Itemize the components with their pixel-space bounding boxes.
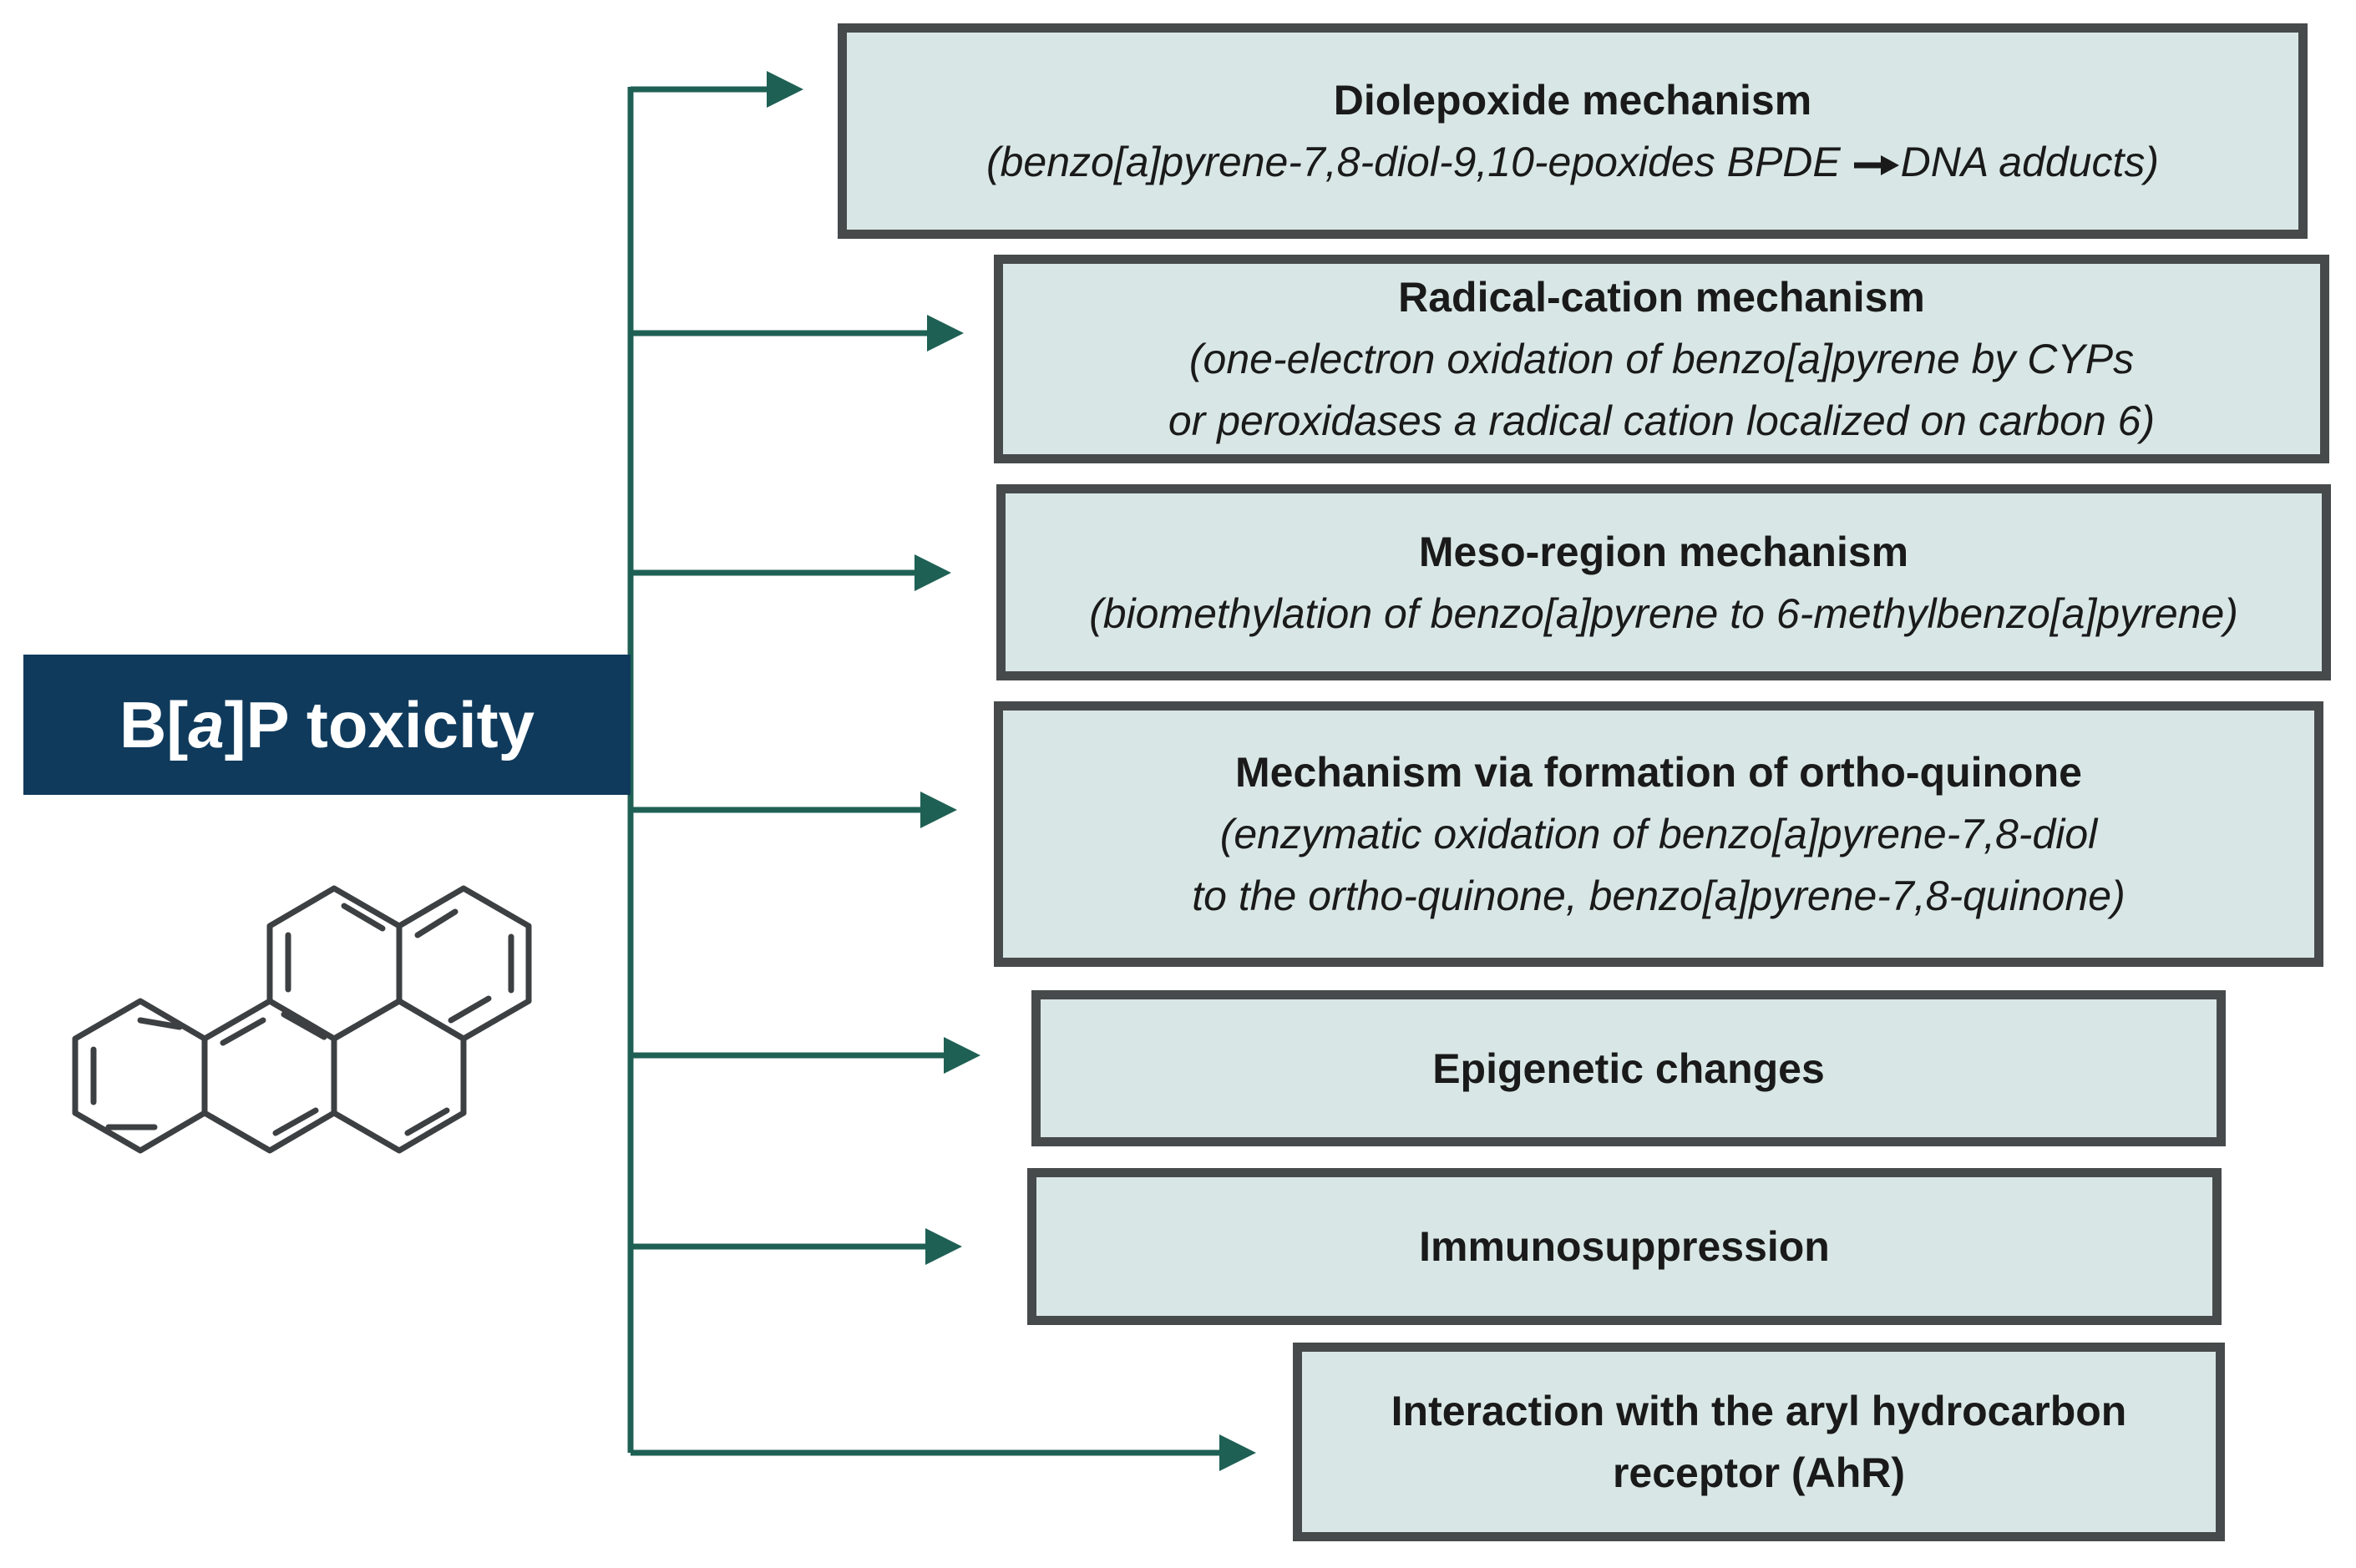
mechanism-box-meso-region: Meso-region mechanism (biomethylation of…: [996, 484, 2331, 680]
title-italic: a: [188, 687, 225, 761]
arrow-right-icon: [925, 1228, 962, 1265]
mechanism-box-diolepoxide: Diolepoxide mechanism (benzo[a]pyrene-7,…: [838, 23, 2308, 239]
mechanism-box-ahr: Interaction with the aryl hydrocarbon re…: [1293, 1343, 2225, 1541]
arrow-right-icon: [927, 315, 964, 352]
mechanism-description-part: DNA adducts): [1900, 139, 2160, 185]
arrow-right-icon: [920, 792, 957, 828]
mechanism-box-immunosuppression: Immunosuppression: [1027, 1168, 2222, 1325]
mechanism-description: (biomethylation of benzo[a]pyrene to 6-m…: [1089, 589, 2238, 637]
arrow-right-icon: [1219, 1434, 1256, 1471]
mechanism-title: Meso-region mechanism: [1418, 528, 1909, 575]
mechanism-box-radical-cation: Radical-cation mechanism (one-electron o…: [994, 255, 2329, 463]
mechanism-box-epigenetic: Epigenetic changes: [1031, 990, 2226, 1146]
mechanism-title: Epigenetic changes: [1432, 1044, 1825, 1092]
mechanism-box-ortho-quinone: Mechanism via formation of ortho-quinone…: [994, 701, 2323, 967]
title-box: B[a]P toxicity: [23, 655, 631, 795]
mechanism-title: Immunosuppression: [1419, 1223, 1830, 1270]
mechanism-description: (one-electron oxidation of benzo[a]pyren…: [1168, 336, 2156, 444]
mechanism-title: Radical-cation mechanism: [1398, 274, 1925, 321]
title-label: B[a]P toxicity: [119, 687, 535, 763]
arrow-right-icon: [944, 1037, 980, 1074]
arrow-right-icon: [1853, 154, 1899, 175]
mechanism-description-part: (benzo[a]pyrene-7,8-diol-9,10-epoxides B…: [985, 139, 1852, 185]
title-prefix: B[: [119, 687, 189, 761]
title-suffix: ]P toxicity: [224, 687, 535, 761]
mechanism-description: (enzymatic oxidation of benzo[a]pyrene-7…: [1192, 811, 2125, 919]
mechanism-title: Interaction with the aryl hydrocarbon re…: [1391, 1388, 2127, 1496]
mechanism-title: Diolepoxide mechanism: [1333, 77, 1812, 124]
arrow-right-icon: [915, 554, 951, 591]
arrow-right-icon: [767, 71, 803, 108]
mechanism-description: (benzo[a]pyrene-7,8-diol-9,10-epoxides B…: [986, 131, 2159, 193]
mechanism-title: Mechanism via formation of ortho-quinone: [1235, 749, 2082, 796]
